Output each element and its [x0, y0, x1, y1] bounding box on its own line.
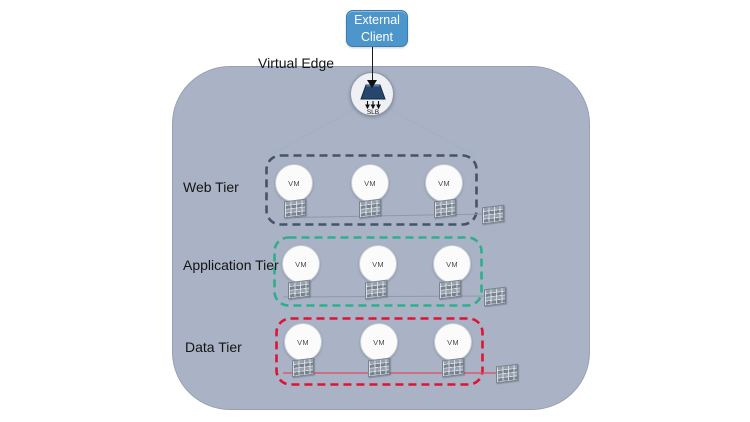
vm-node: VM [351, 164, 389, 202]
slb-label: SLB [367, 109, 379, 116]
slb-node: SLB [350, 72, 394, 116]
firewall-icon [292, 357, 314, 378]
firewall-icon [496, 363, 518, 384]
vm-node: VM [282, 245, 320, 283]
client-to-slb-arrow-line [371, 47, 373, 81]
firewall-icon [359, 198, 381, 219]
vm-node: VM [284, 323, 322, 361]
vm-node: VM [434, 323, 472, 361]
vm-label: VM [372, 259, 384, 269]
fanout-arrows-icon [365, 101, 381, 110]
vm-label: VM [297, 337, 309, 347]
firewall-icon [484, 286, 506, 307]
tier-label-data: Data Tier [185, 339, 242, 355]
firewall-icon [284, 198, 306, 219]
vm-node: VM [275, 164, 313, 202]
tier-label-application: Application Tier [183, 257, 279, 273]
tier-label-web: Web Tier [183, 179, 239, 195]
virtual-edge-label: Virtual Edge [258, 55, 335, 71]
firewall-icon [288, 279, 310, 300]
vm-node: VM [433, 245, 471, 283]
firewall-icon [442, 357, 464, 378]
vm-label: VM [446, 259, 458, 269]
firewall-icon [439, 279, 461, 300]
firewall-icon [434, 198, 456, 219]
vm-label: VM [288, 178, 300, 188]
external-client-label: External Client [354, 13, 400, 44]
firewall-icon [482, 204, 504, 225]
vm-node: VM [425, 164, 463, 202]
firewall-icon [368, 357, 390, 378]
vm-label: VM [447, 337, 459, 347]
vm-label: VM [364, 178, 376, 188]
vm-label: VM [295, 259, 307, 269]
firewall-icon [365, 279, 387, 300]
vm-node: VM [360, 323, 398, 361]
vm-node: VM [359, 245, 397, 283]
external-client-box: External Client [346, 10, 408, 47]
vm-label: VM [373, 337, 385, 347]
client-to-slb-arrow-head [367, 80, 377, 88]
vm-label: VM [438, 178, 450, 188]
